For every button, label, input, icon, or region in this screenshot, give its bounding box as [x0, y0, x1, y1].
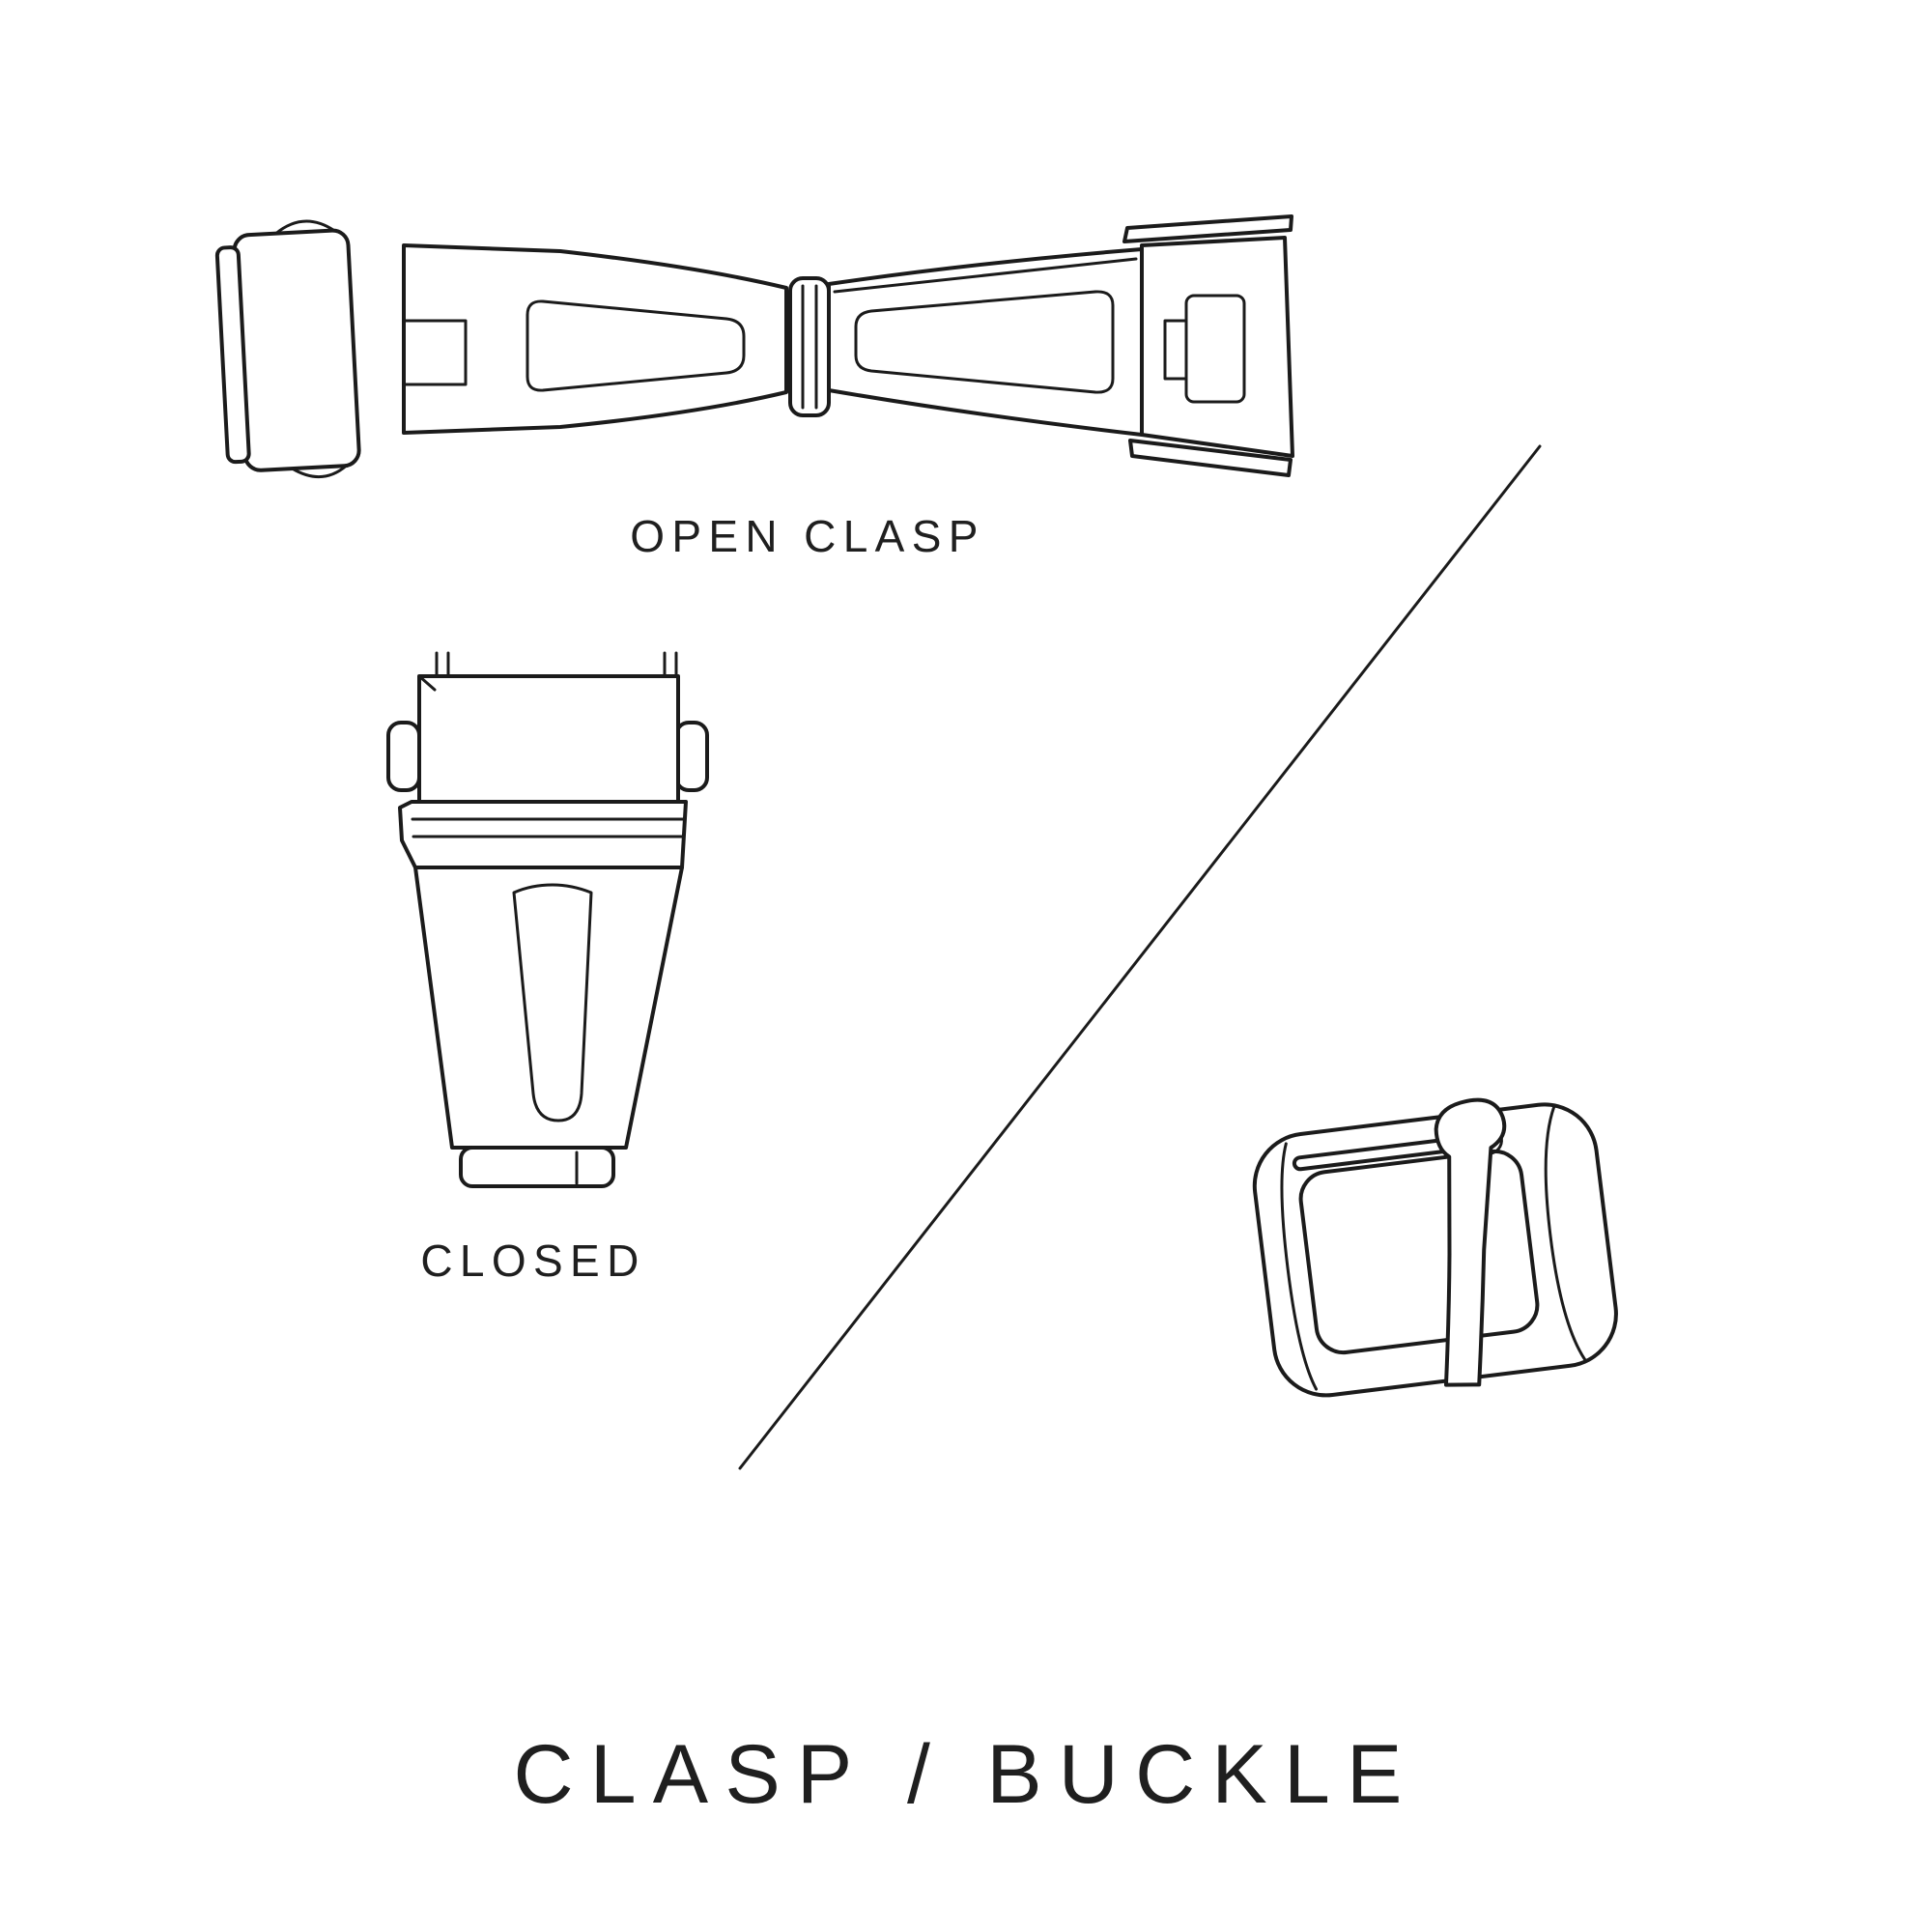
open-clasp-illustration-icon — [214, 214, 1294, 479]
open-clasp-label: OPEN CLASP — [630, 511, 985, 561]
closed-clasp-illustration-icon — [386, 651, 709, 1188]
page-title: CLASP / BUCKLE — [513, 1728, 1419, 1821]
buckle-illustration-icon — [1252, 1097, 1618, 1398]
closed-label: CLOSED — [420, 1236, 646, 1286]
divider-line — [738, 444, 1542, 1470]
